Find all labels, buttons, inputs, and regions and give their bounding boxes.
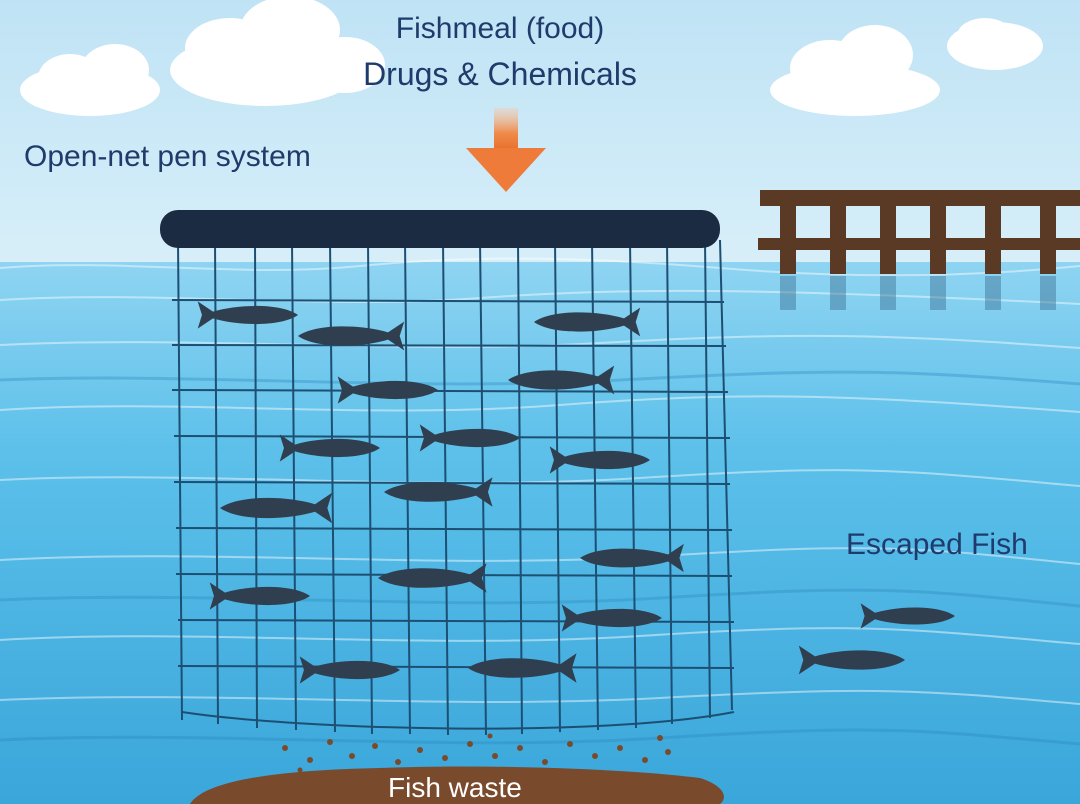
dock-reflection <box>780 276 1056 310</box>
float-ring <box>160 210 720 248</box>
cloud-icon <box>20 44 160 116</box>
cloud-icon <box>170 0 385 106</box>
water-ripples <box>0 257 1080 705</box>
fish-waste-label: Fish waste <box>388 772 522 803</box>
cloud-icon <box>947 18 1043 70</box>
cloud-icon <box>770 25 940 116</box>
system-label: Open-net pen system <box>24 140 311 173</box>
waste-pile <box>190 766 724 804</box>
dock-icon <box>758 190 1080 274</box>
feed-input-label: Fishmeal (food) <box>395 12 605 45</box>
escaped-fish-label: Escaped Fish <box>846 528 1028 561</box>
down-arrow-icon <box>466 108 546 192</box>
chemicals-input-label: Drugs & Chemicals <box>363 56 637 92</box>
